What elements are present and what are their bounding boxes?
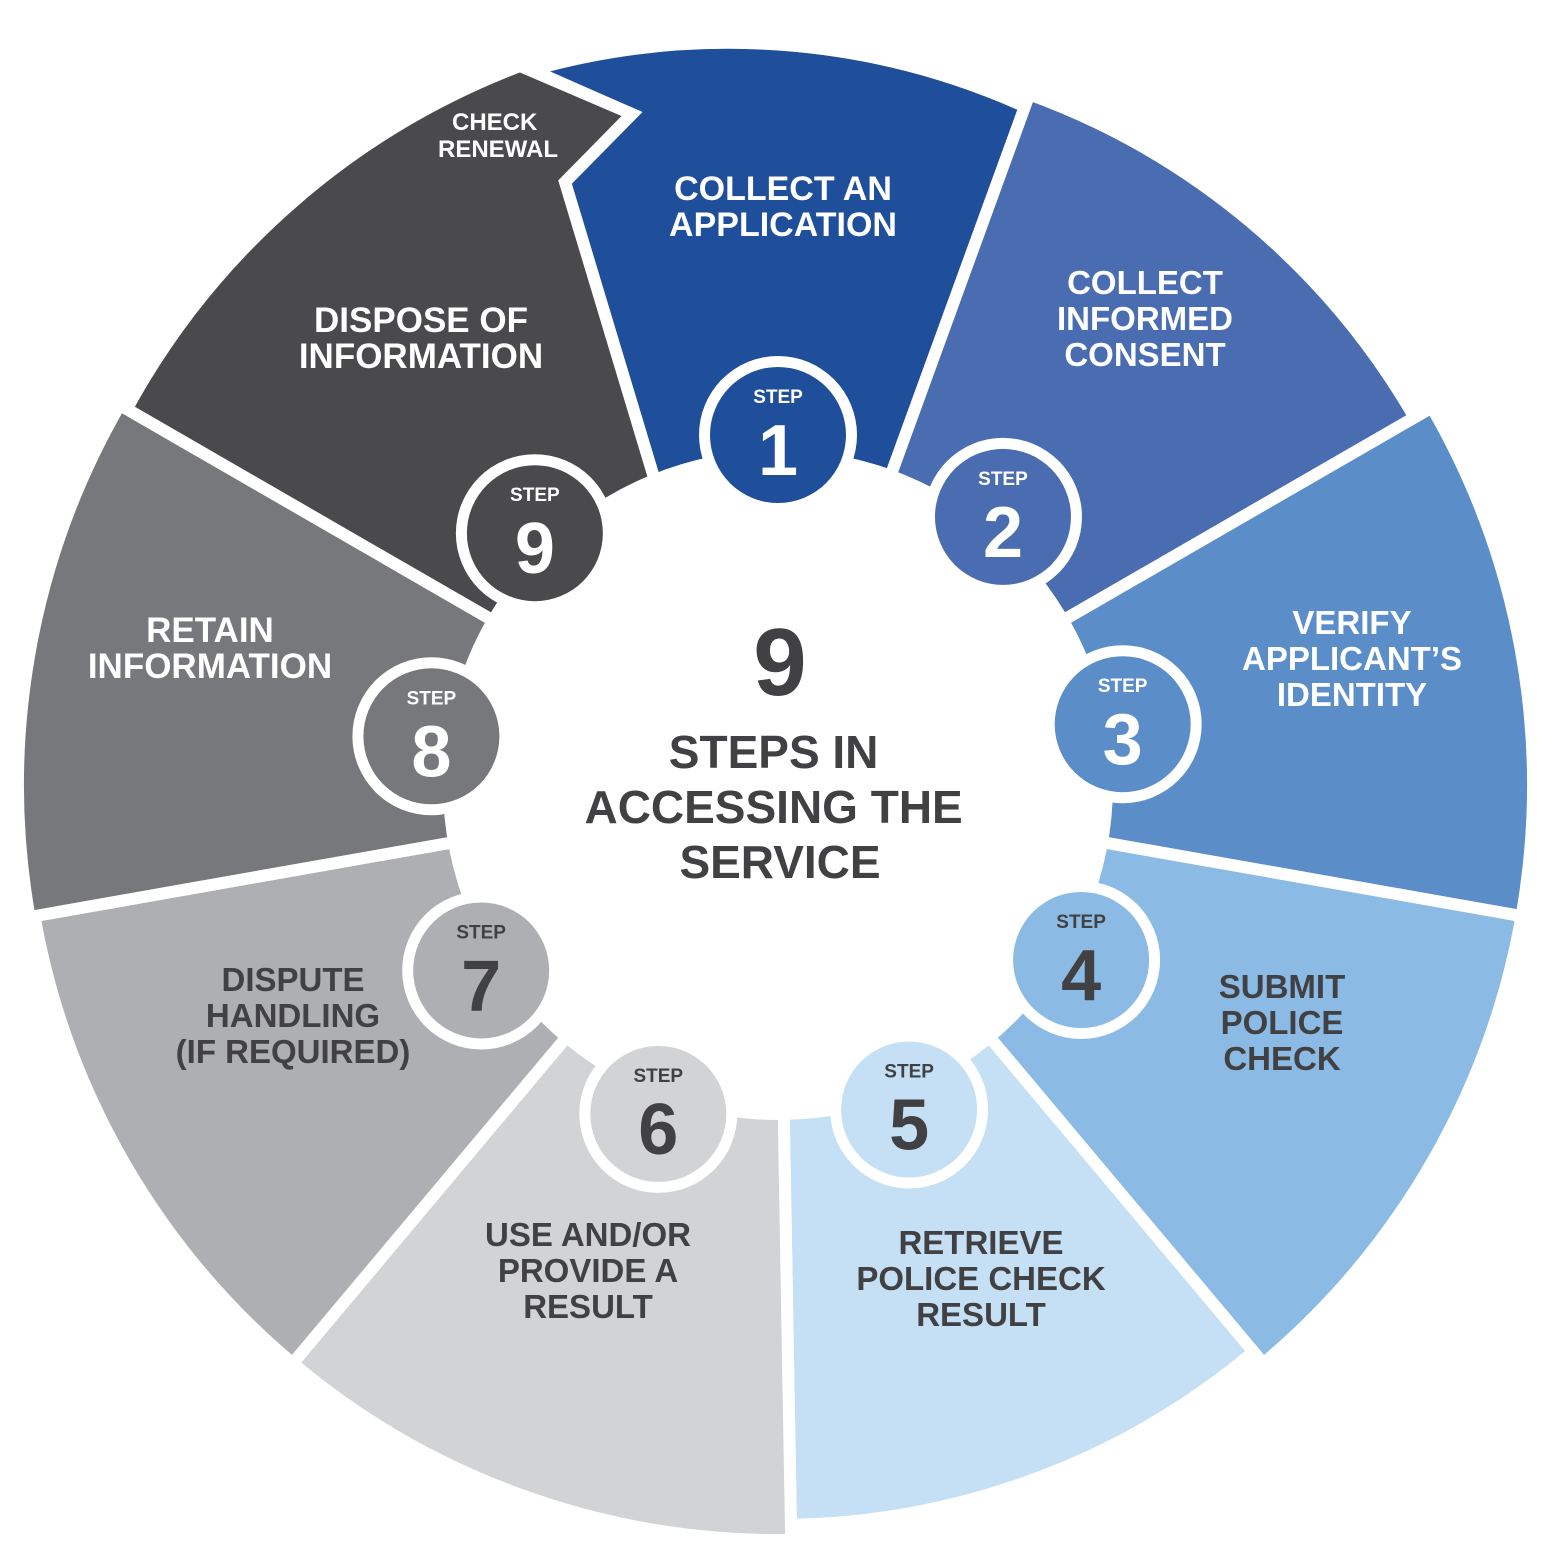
segment-label-line: RETAIN — [146, 611, 274, 650]
step-badge-disc — [413, 902, 550, 1039]
center-title-line: STEPS IN — [669, 726, 879, 778]
segment-label-line: APPLICANT’S — [1242, 640, 1462, 677]
segment-label-line: VERIFY — [1292, 604, 1411, 641]
step-badge-3: STEP 3 — [1043, 645, 1202, 804]
segment-label-line: DISPUTE — [221, 961, 364, 998]
center-hub: 9 STEPS IN ACCESSING THE SERVICE — [443, 450, 1113, 1120]
step-badge-word: STEP — [407, 688, 457, 709]
segment-label-line: SUBMIT — [1219, 968, 1346, 1005]
step-badge-number: 6 — [638, 1090, 678, 1170]
step-badge-9: STEP 9 — [455, 454, 614, 613]
segment-label-line: DISPOSE OF — [314, 301, 528, 340]
center-title-line: ACCESSING THE — [584, 781, 962, 833]
step-badge-number: 3 — [1103, 700, 1143, 780]
check-renewal-label: CHECK RENEWAL — [438, 109, 558, 163]
segment-label-line: INFORMATION — [88, 647, 332, 686]
step-badge-disc — [590, 1045, 727, 1182]
step-badge-word: STEP — [510, 485, 560, 506]
segment-label-line: CONSENT — [1064, 336, 1225, 373]
step-badge-number: 4 — [1061, 936, 1101, 1016]
step-badge-5: STEP 5 — [830, 1030, 989, 1189]
center-circle — [443, 450, 1113, 1120]
segment-label-line: INFORMED — [1057, 300, 1233, 337]
step-badge-1: STEP 1 — [699, 356, 857, 514]
step-badge-disc — [934, 448, 1071, 585]
step-badge-4: STEP 4 — [1002, 881, 1161, 1039]
segment-label-line: COLLECT — [1067, 264, 1223, 301]
step-badge-7: STEP 7 — [402, 891, 561, 1050]
step-badge-number: 7 — [461, 946, 501, 1026]
step-badge-8: STEP 8 — [352, 657, 511, 816]
check-renewal-line: RENEWAL — [438, 136, 558, 163]
check-renewal-line: CHECK — [452, 109, 538, 136]
segment-label-line: PROVIDE A — [498, 1252, 678, 1289]
step-badge-number: 5 — [889, 1086, 929, 1166]
segment-label-line: INFORMATION — [299, 337, 543, 376]
step-badge-disc — [363, 668, 500, 805]
step-badge-disc — [1054, 656, 1191, 793]
segment-step-1 — [514, 36, 1033, 486]
check-renewal-notch: CHECK RENEWAL — [438, 109, 558, 163]
step-badge-6: STEP 6 — [579, 1034, 738, 1193]
step-badge-number: 1 — [758, 411, 798, 491]
step-badge-disc — [1013, 892, 1150, 1028]
center-number: 9 — [753, 609, 806, 716]
step-badge-number: 8 — [411, 712, 451, 792]
segment-label-line: IDENTITY — [1277, 676, 1427, 713]
step-badge-word: STEP — [633, 1066, 683, 1087]
segment-label-line: APPLICATION — [669, 206, 897, 244]
step-badge-word: STEP — [978, 469, 1028, 490]
segment-label-line: POLICE — [1221, 1004, 1344, 1041]
step-badge-word: STEP — [456, 922, 506, 943]
segment-label-line: HANDLING — [206, 997, 380, 1034]
segment-label-line: COLLECT AN — [674, 170, 892, 208]
step-badge-word: STEP — [753, 387, 803, 408]
step-badge-word: STEP — [1056, 912, 1106, 933]
center-title-line: SERVICE — [679, 836, 880, 888]
segment-label-line: RESULT — [916, 1296, 1046, 1333]
segment-label-line: RETRIEVE — [898, 1224, 1063, 1261]
segment-label-line: RESULT — [523, 1288, 653, 1325]
step-badge-word: STEP — [1098, 676, 1148, 697]
segment-label-line: (IF REQUIRED) — [176, 1033, 411, 1070]
segment-label-line: CHECK — [1223, 1040, 1341, 1077]
step-badge-word: STEP — [884, 1062, 934, 1083]
step-badge-number: 9 — [515, 509, 555, 589]
step-badge-number: 2 — [983, 493, 1023, 573]
step-badge-disc — [710, 367, 846, 503]
center-title: STEPS IN ACCESSING THE SERVICE — [584, 726, 975, 888]
segment-label-line: USE AND/OR — [485, 1216, 691, 1253]
step-badge-disc — [841, 1041, 978, 1178]
step-badge-disc — [466, 465, 603, 602]
segment-step-3 — [1057, 399, 1539, 924]
segment-label-line: POLICE CHECK — [856, 1260, 1106, 1297]
step-badge-2: STEP 2 — [923, 437, 1082, 596]
